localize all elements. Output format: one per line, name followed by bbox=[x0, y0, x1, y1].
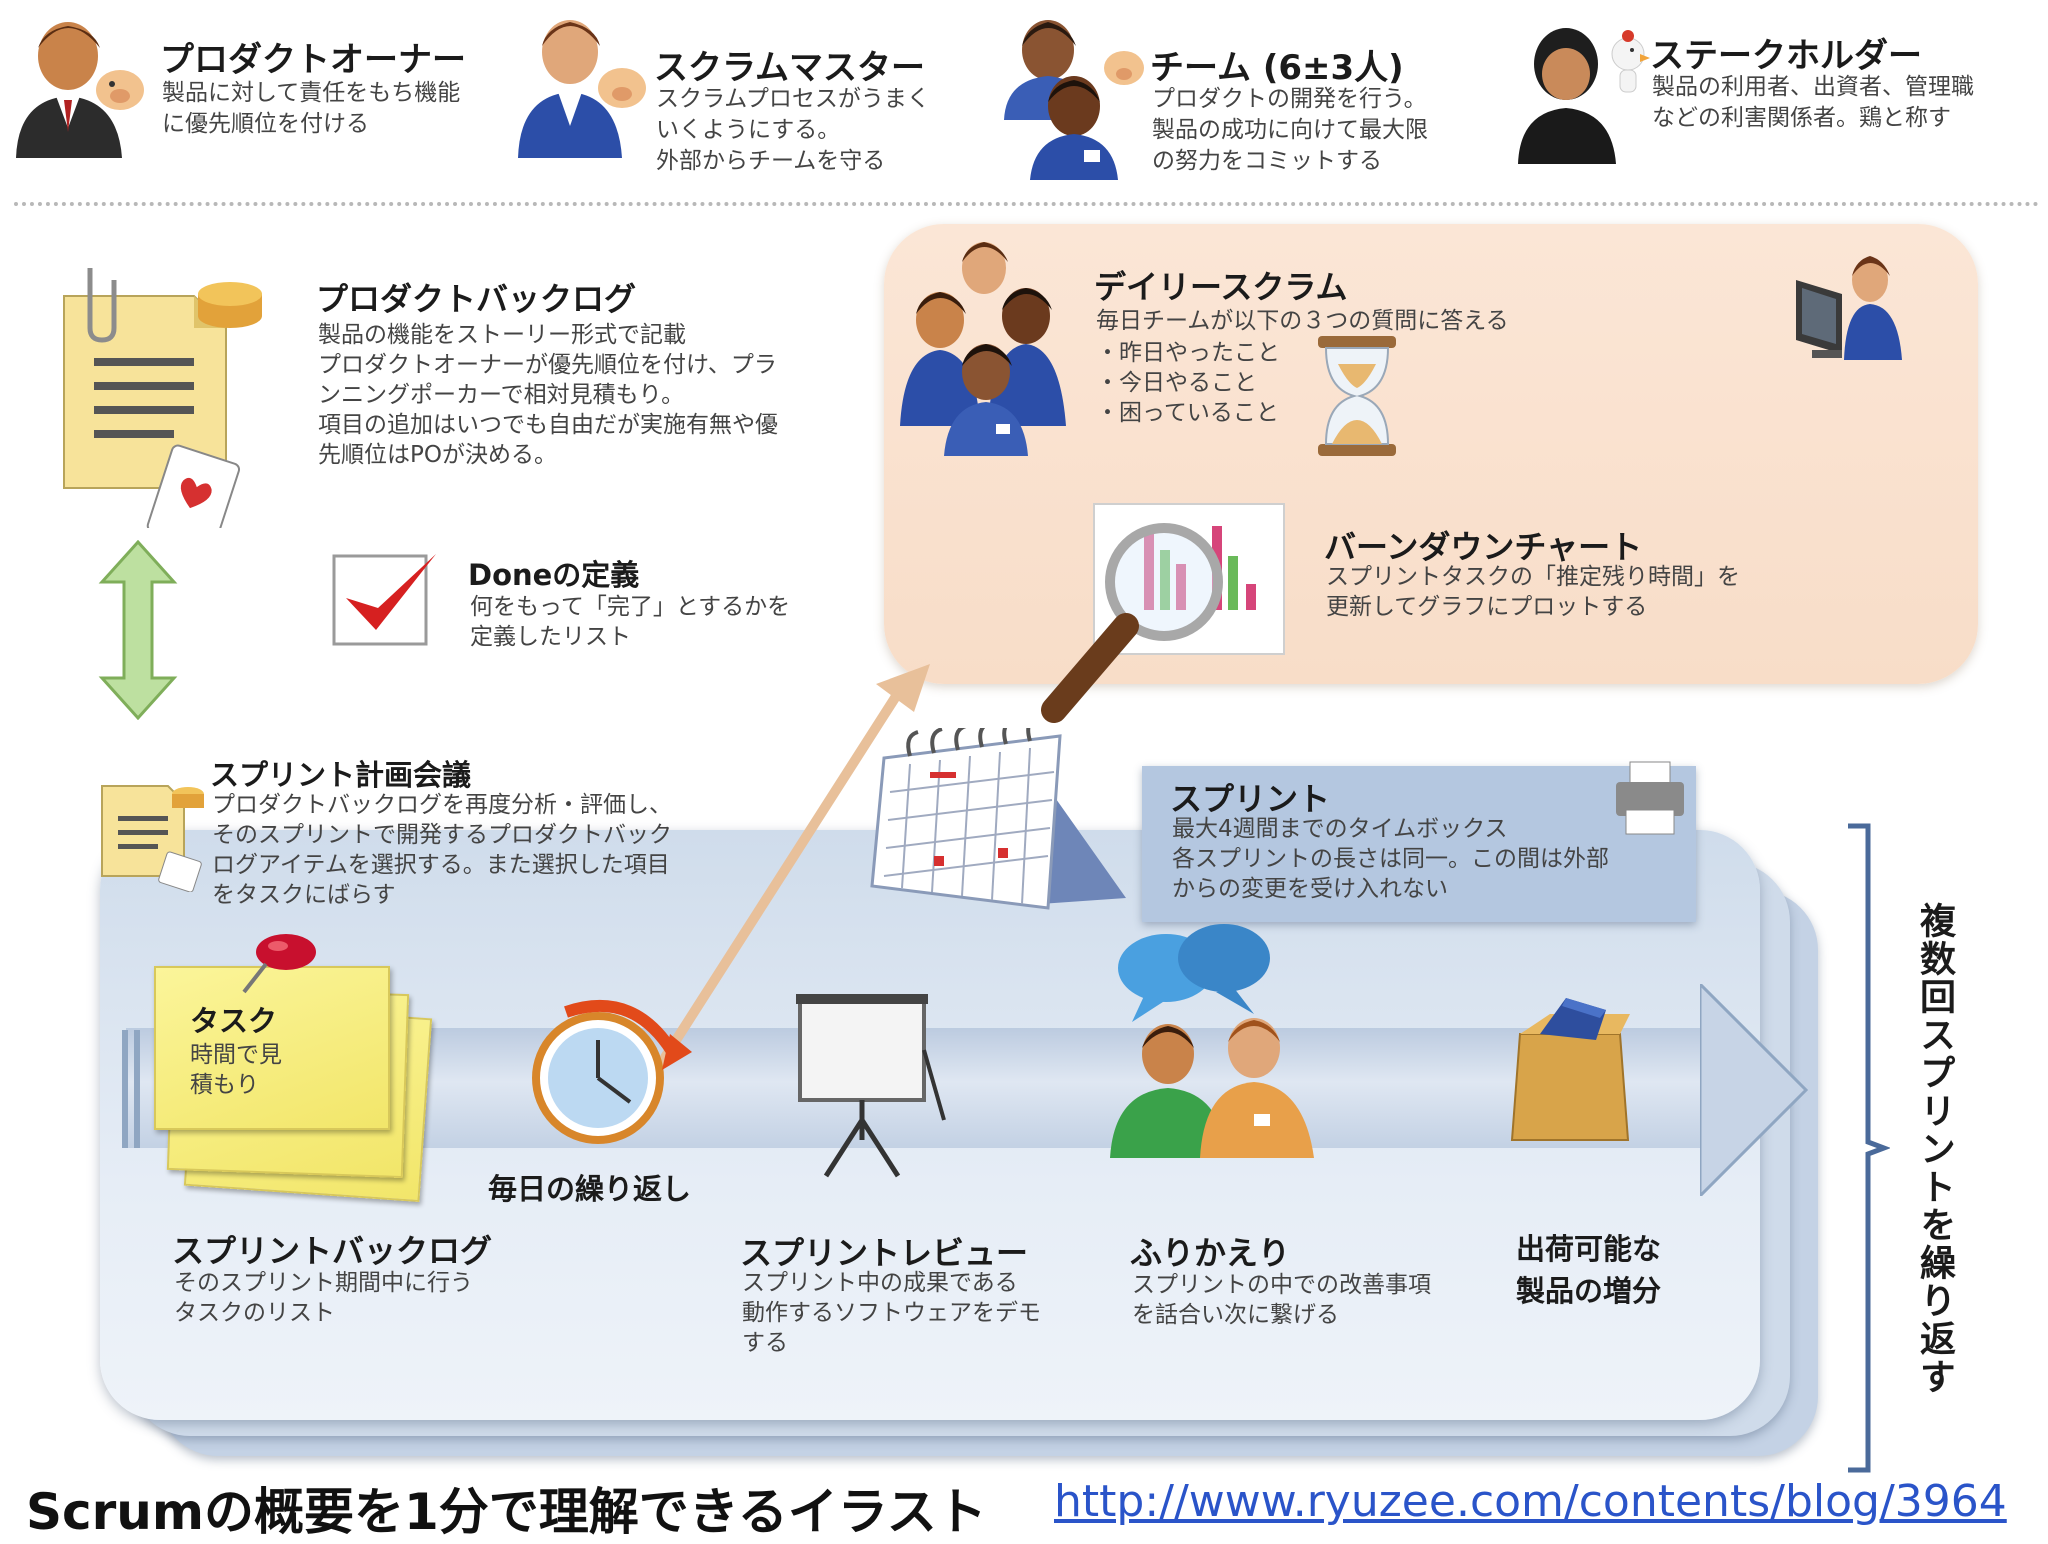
document-coins-icon bbox=[63, 268, 262, 528]
sprint-desc: 最大4週間までのタイムボックス 各スプリントの長さは同一。この間は外部 からの変… bbox=[1172, 816, 1609, 902]
team-pig-icon bbox=[1004, 20, 1144, 180]
section-divider bbox=[14, 202, 2040, 206]
person-pig-icon bbox=[16, 22, 144, 158]
sticky-note-front bbox=[154, 966, 390, 1130]
role-title-product-owner: プロダクトオーナー bbox=[160, 40, 466, 80]
burndown-title: バーンダウンチャート bbox=[1324, 528, 1643, 566]
daily-scrum-item: ・昨日やったこと bbox=[1096, 340, 1280, 366]
daily-scrum-panel bbox=[884, 224, 1978, 684]
daily-scrum-item: ・困っていること bbox=[1096, 400, 1279, 426]
sprint-review-desc: スプリント中の成果である 動作するソフトウェアをデモ する bbox=[742, 1270, 1041, 1356]
role-desc-product-owner: 製品に対して責任をもち機能 に優先順位を付ける bbox=[162, 80, 461, 137]
role-desc-stakeholder: 製品の利用者、出資者、管理職 などの利害関係者。鶏と称す bbox=[1652, 74, 1974, 131]
role-desc-team: プロダクトの開発を行う。 製品の成功に向けて最大限 の努力をコミットする bbox=[1152, 86, 1428, 174]
sprint-note bbox=[1142, 766, 1696, 922]
increment-label: 出荷可能な 製品の増分 bbox=[1516, 1232, 1662, 1308]
pushpin-icon bbox=[242, 934, 316, 994]
hourglass-icon bbox=[1318, 336, 1396, 456]
repeat-bracket bbox=[1848, 823, 1890, 1473]
checkbox-icon bbox=[332, 554, 436, 646]
role-desc-scrum-master: スクラムプロセスがうまく いくようにする。 外部からチームを守る bbox=[656, 86, 930, 174]
sprint-flow-arrow-head bbox=[1700, 984, 1809, 1196]
person-pig-icon bbox=[518, 20, 646, 158]
footer-title: Scrumの概要を1分で理解できるイラスト bbox=[26, 1483, 987, 1541]
sprint-review-title: スプリントレビュー bbox=[740, 1234, 1029, 1272]
projector-screen-icon bbox=[796, 994, 946, 1178]
sprint-backlog-desc: そのスプリント期間中に行う タスクのリスト bbox=[174, 1270, 473, 1326]
sprint-flow-arrow-tail bbox=[122, 1030, 140, 1148]
team-icon bbox=[900, 242, 1066, 456]
done-desc: 何をもって「完了」とするかを 定義したリスト bbox=[470, 594, 791, 650]
product-backlog-desc: 製品の機能をストーリー形式で記載 プロダクトオーナーが優先順位を付け、プラ ンニ… bbox=[318, 322, 778, 468]
sprint-planning-desc: プロダクトバックログを再度分析・評価し、 そのスプリントで開発するプロダクトバッ… bbox=[212, 792, 672, 908]
sprint-planning-title: スプリント計画会議 bbox=[210, 758, 472, 792]
double-arrow-icon bbox=[98, 540, 178, 720]
role-title-scrum-master: スクラムマスター bbox=[654, 48, 925, 88]
retrospective-title: ふりかえり bbox=[1130, 1234, 1291, 1272]
calendar-icon bbox=[870, 728, 1126, 910]
role-title-team: チーム (6±3人) bbox=[1150, 48, 1404, 88]
task-desc: 時間で見 積もり bbox=[190, 1042, 282, 1098]
person-chicken-icon bbox=[1518, 28, 1650, 164]
daily-scrum-desc: 毎日チームが以下の３つの質問に答える bbox=[1096, 308, 1509, 334]
daily-scrum-item: ・今日やること bbox=[1096, 370, 1257, 396]
daily-repeat-label: 毎日の繰り返し bbox=[488, 1172, 692, 1206]
repeat-label: 複数回スプリントを繰り返す bbox=[1914, 902, 1955, 1396]
clock-icon bbox=[532, 999, 692, 1144]
role-title-stakeholder: ステークホルダー bbox=[1650, 36, 1922, 76]
computer-user-icon bbox=[1796, 256, 1902, 360]
footer-link[interactable]: http://www.ryuzee.com/contents/blog/3964 bbox=[1054, 1476, 2007, 1527]
printer-icon bbox=[1616, 761, 1684, 835]
done-title: Doneの定義 bbox=[468, 558, 640, 592]
retrospective-desc: スプリントの中での改善事項 を話合い次に繋げる bbox=[1132, 1272, 1431, 1328]
product-backlog-title: プロダクトバックログ bbox=[316, 280, 637, 318]
conversation-icon bbox=[1110, 924, 1314, 1158]
magnifier-chart-icon bbox=[1041, 503, 1285, 723]
sprint-title: スプリント bbox=[1170, 780, 1331, 818]
burndown-desc: スプリントタスクの「推定残り時間」を 更新してグラフにプロットする bbox=[1326, 564, 1740, 620]
document-coins-small-icon bbox=[101, 785, 204, 892]
shopping-bag-icon bbox=[1510, 998, 1630, 1141]
task-title: タスク bbox=[190, 1004, 278, 1038]
daily-scrum-title: デイリースクラム bbox=[1094, 268, 1348, 306]
sprint-backlog-title: スプリントバックログ bbox=[172, 1232, 493, 1270]
